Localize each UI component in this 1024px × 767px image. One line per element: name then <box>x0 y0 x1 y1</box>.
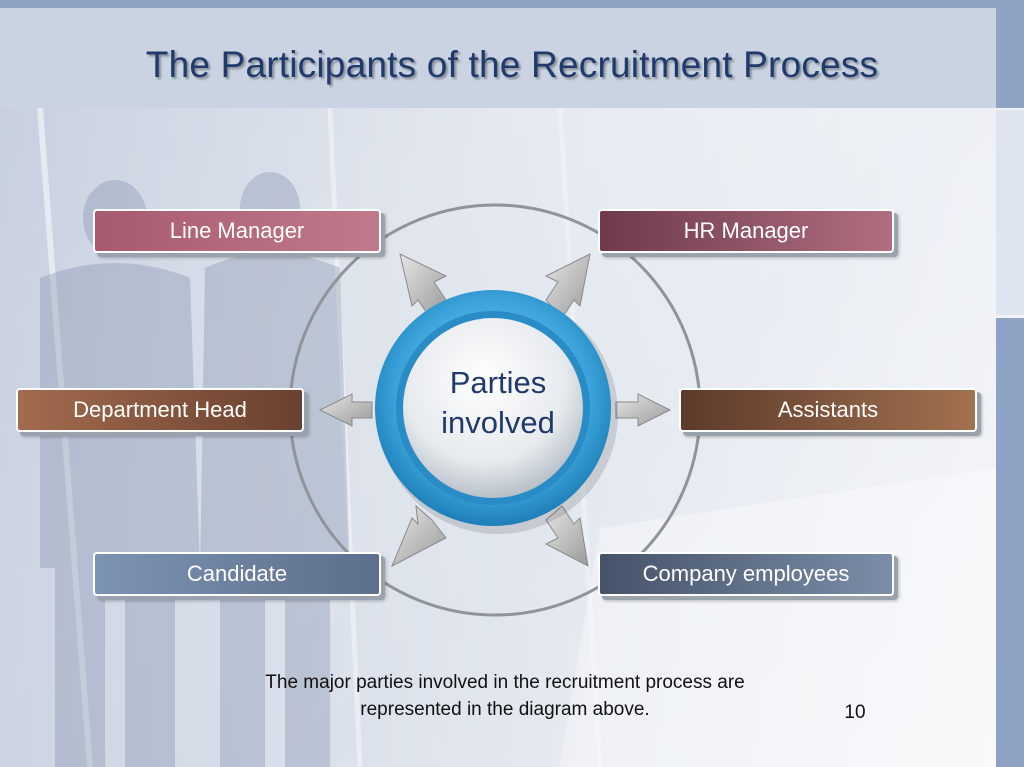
participant-assistants: Assistants <box>679 388 977 432</box>
participant-label: Department Head <box>73 397 247 422</box>
arrow-to-line-manager <box>399 253 448 319</box>
arrow-to-department-head <box>318 393 373 427</box>
participant-line-manager: Line Manager <box>93 209 381 253</box>
participant-label: Assistants <box>777 397 879 422</box>
participant-label: Candidate <box>186 561 288 586</box>
participant-hr-manager: HR Manager <box>598 209 894 253</box>
arrow-to-candidate <box>391 504 447 568</box>
participant-department-head: Department Head <box>16 388 304 432</box>
caption-line-2: represented in the diagram above. <box>360 699 650 720</box>
arrow-to-assistants <box>615 393 672 427</box>
arrows <box>318 253 672 568</box>
right-accent-bar-bottom <box>996 318 1024 767</box>
right-accent-bar-middle <box>996 110 1024 315</box>
page-number: 10 <box>844 702 866 723</box>
hub-label-line2: involved <box>441 405 555 440</box>
hub-inner-disc <box>403 318 583 498</box>
right-accent-bar-top <box>996 8 1024 108</box>
hub-label-line1: Parties <box>449 365 547 400</box>
participant-label: Line Manager <box>169 218 305 243</box>
slide-caption: The major parties involved in the recrui… <box>170 669 840 723</box>
participant-company-employees: Company employees <box>598 552 894 596</box>
participant-label: HR Manager <box>683 218 809 243</box>
slide-title: The Participants of the Recruitment Proc… <box>145 44 879 85</box>
arrow-to-company-employees <box>544 505 589 567</box>
top-accent-bar <box>0 0 1024 8</box>
hub-label: Parties involved <box>408 363 588 443</box>
header-band <box>0 8 996 108</box>
participant-label: Company employees <box>642 561 850 586</box>
participant-candidate: Candidate <box>93 552 381 596</box>
caption-line-1: The major parties involved in the recrui… <box>265 672 745 693</box>
